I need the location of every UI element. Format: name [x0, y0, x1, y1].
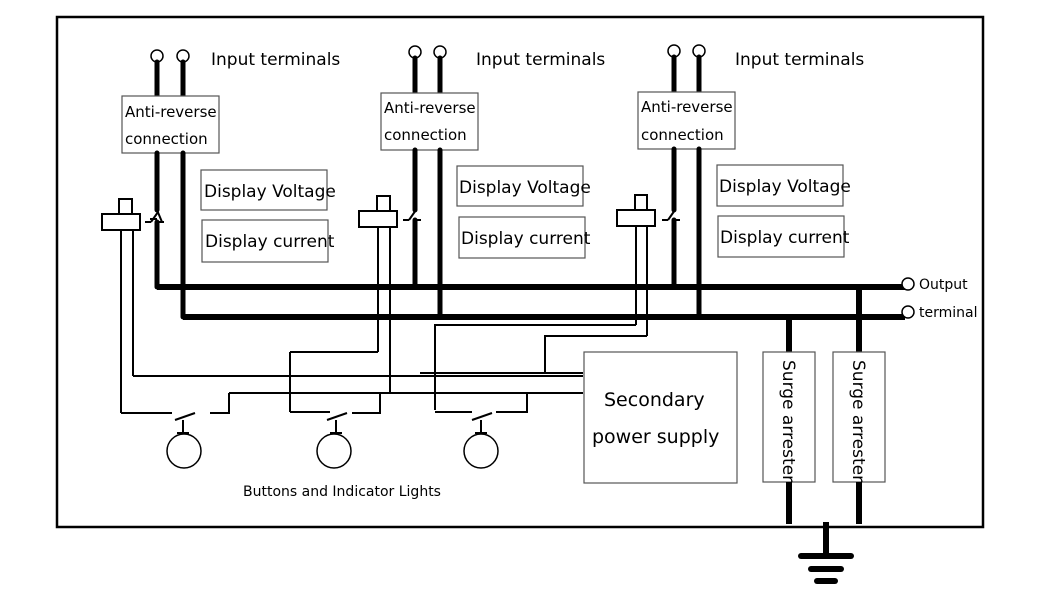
indicator-3[interactable]	[435, 411, 499, 469]
display-voltage-box	[716, 164, 844, 207]
current-sensor-icon	[101, 213, 141, 231]
indicator-light-icon	[463, 433, 499, 469]
current-sensor-icon	[358, 210, 398, 228]
indicator-2[interactable]	[290, 411, 352, 469]
current-sensor-icon	[616, 209, 656, 227]
output-terminal-positive	[901, 277, 915, 291]
svg-text:connection: connection	[641, 126, 724, 144]
svg-text:connection: connection	[125, 130, 208, 148]
ground-icon	[798, 522, 854, 584]
svg-text:Display current: Display current	[461, 229, 591, 249]
surge-arrester-2: Surge arrester	[832, 351, 886, 483]
indicator-1[interactable]	[121, 412, 202, 469]
output-label-line2: terminal	[919, 305, 977, 321]
anti-reverse-box	[121, 95, 220, 154]
svg-text:Display Voltage: Display Voltage	[459, 178, 591, 198]
channel-2: Input terminals Anti-reverse connection …	[289, 45, 605, 412]
svg-text:Display current: Display current	[720, 228, 850, 248]
svg-text:Anti-reverse: Anti-reverse	[125, 103, 217, 121]
svg-text:Secondary: Secondary	[604, 389, 705, 411]
channel-1: Input terminals Anti-reverse connection …	[101, 49, 583, 413]
buttons-lights-label: Buttons and Indicator Lights	[243, 484, 441, 500]
display-current-box	[717, 215, 845, 258]
output-terminal-negative	[901, 305, 915, 319]
input-terminals-label: Input terminals	[476, 50, 605, 70]
indicator-light-icon	[166, 433, 202, 469]
channel-3: Input terminals Anti-reverse connection …	[616, 44, 864, 336]
svg-text:Surge arrester: Surge arrester	[778, 360, 798, 482]
svg-text:Display Voltage: Display Voltage	[204, 182, 336, 202]
anti-reverse-box	[637, 91, 736, 150]
surge-arrester-1: Surge arrester	[762, 351, 816, 483]
indicator-light-icon	[316, 433, 352, 469]
input-terminals-label: Input terminals	[735, 50, 864, 70]
svg-text:connection: connection	[384, 126, 467, 144]
display-current-box	[201, 219, 329, 263]
svg-text:Display current: Display current	[205, 232, 335, 252]
display-voltage-box	[456, 165, 584, 207]
svg-text:Surge arrester: Surge arrester	[848, 360, 868, 482]
svg-text:Display Voltage: Display Voltage	[719, 177, 851, 197]
input-terminals-label: Input terminals	[211, 50, 340, 70]
enclosure-border	[55, 15, 985, 529]
secondary-power-supply-box	[583, 351, 738, 484]
output-label-line1: Output	[919, 277, 968, 293]
display-voltage-box	[200, 169, 328, 211]
display-current-box	[458, 216, 586, 259]
anti-reverse-box	[380, 92, 479, 151]
svg-text:Anti-reverse: Anti-reverse	[384, 99, 476, 117]
svg-text:Anti-reverse: Anti-reverse	[641, 98, 733, 116]
svg-text:power supply: power supply	[592, 426, 719, 448]
